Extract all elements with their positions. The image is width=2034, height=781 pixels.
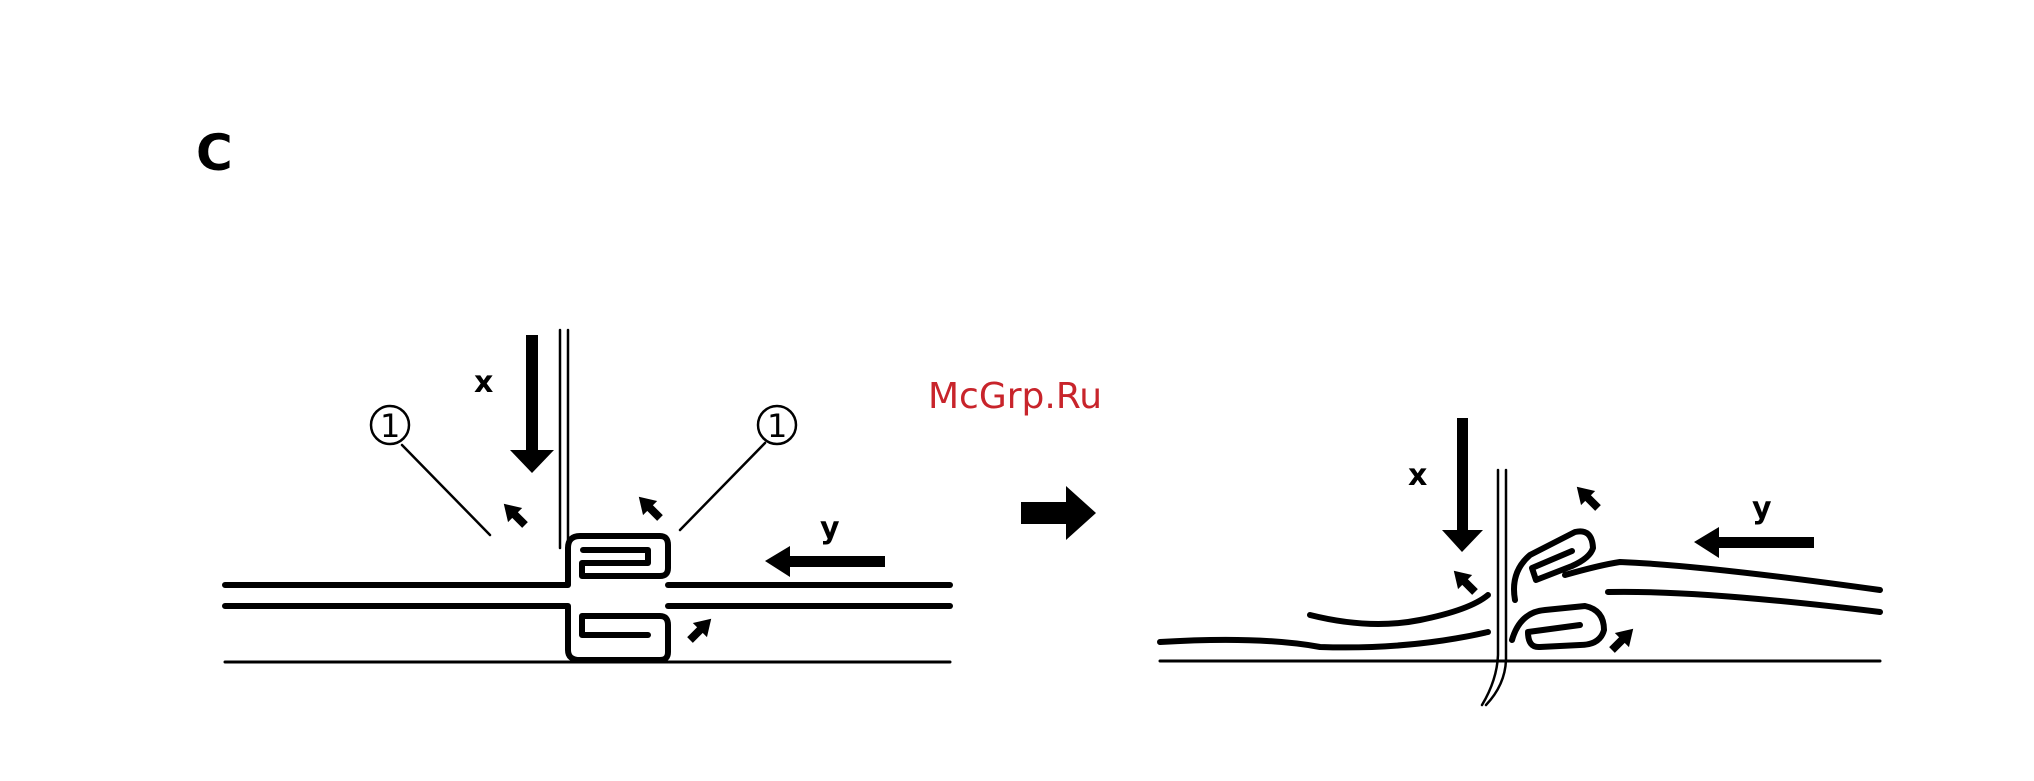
right-fold-lower — [1512, 606, 1604, 647]
right-small-arrow-3 — [1605, 622, 1640, 657]
watermark-text: McGrp.Ru — [928, 376, 1102, 417]
left-force-y-label: y — [820, 511, 840, 546]
right-right-lower-sheet — [1608, 592, 1880, 612]
right-left-lower-sheet — [1160, 632, 1488, 647]
right-force-y-label: y — [1752, 491, 1772, 526]
left-callout-number-1: 1 — [380, 407, 400, 445]
left-callout-number-2: 1 — [767, 407, 787, 445]
panel-label: C — [196, 124, 233, 182]
left-leader-line-1 — [402, 445, 490, 535]
left-force-x-arrow — [510, 335, 554, 473]
left-small-arrow-3 — [683, 612, 718, 647]
right-blade-line-1 — [1482, 470, 1498, 705]
right-force-x-arrow — [1442, 418, 1483, 552]
left-small-arrow-1 — [497, 497, 532, 532]
left-top-sheet — [225, 536, 668, 585]
left-force-x-label: x — [474, 365, 493, 400]
left-diagram — [225, 330, 950, 662]
left-small-arrows — [497, 490, 719, 647]
right-small-arrow-2 — [1570, 480, 1605, 515]
right-force-x-label: x — [1408, 458, 1427, 493]
right-left-upper-sheet — [1310, 595, 1488, 624]
left-leader-line-2 — [680, 443, 765, 530]
right-force-y-arrow — [1694, 527, 1814, 558]
left-bottom-sheet — [225, 606, 668, 660]
right-diagram — [1160, 470, 1880, 705]
left-small-arrow-2 — [632, 490, 667, 525]
transition-arrow-icon — [1021, 486, 1096, 540]
right-small-arrow-1 — [1447, 564, 1482, 599]
left-force-y-arrow — [765, 546, 885, 577]
